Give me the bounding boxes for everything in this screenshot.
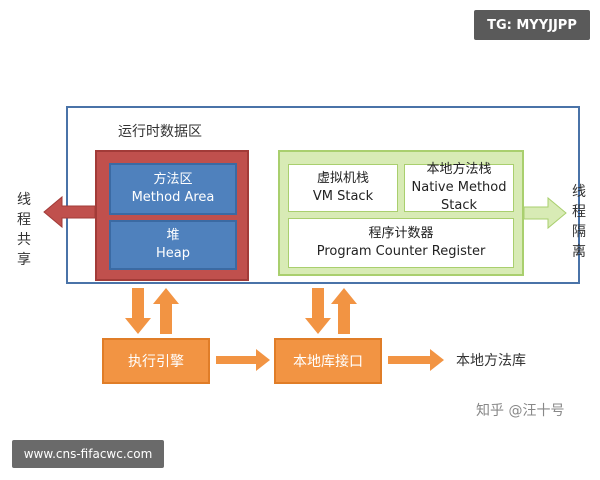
bottom-tag: www.cns-fifacwc.com [12,440,164,468]
heap-box: 堆 Heap [109,220,237,270]
pc-register-en: Program Counter Register [316,244,486,259]
vm-stack-cn: 虚拟机栈 [316,171,369,186]
interface-to-library-arrow [388,349,444,371]
vm-stack-box: 虚拟机栈 VM Stack [288,164,398,212]
native-stack-cn: 本地方法栈 [426,162,492,177]
thread-isolated-label: 线程隔离 [572,184,586,260]
native-method-stack-box: 本地方法栈 Native Method Stack [404,162,514,213]
engine-up-arrow [153,288,179,334]
native-stack-en: Native Method Stack [411,180,507,213]
engine-to-interface-arrow [216,349,270,371]
execution-engine-box: 执行引擎 [102,338,210,384]
method-area-en: Method Area [131,190,215,205]
interface-down-arrow [305,288,331,334]
isolated-arrow [523,196,567,230]
interface-up-arrow [331,288,357,334]
pc-register-cn: 程序计数器 [368,226,434,241]
thread-shared-label: 线程共享 [17,192,31,268]
heap-cn: 堆 [166,228,180,243]
method-area-box: 方法区 Method Area [109,163,237,215]
program-counter-box: 程序计数器 Program Counter Register [288,218,514,268]
shared-arrow [43,195,96,229]
top-tag: TG: MYYJJPP [474,10,590,40]
native-library-label: 本地方法库 [456,353,526,369]
heap-en: Heap [156,246,190,261]
runtime-data-area-title: 运行时数据区 [118,124,202,140]
native-interface-box: 本地库接口 [274,338,382,384]
engine-down-arrow [125,288,151,334]
method-area-cn: 方法区 [153,172,193,187]
vm-stack-en: VM Stack [312,189,374,204]
watermark: 知乎 @汪十号 [476,403,565,419]
